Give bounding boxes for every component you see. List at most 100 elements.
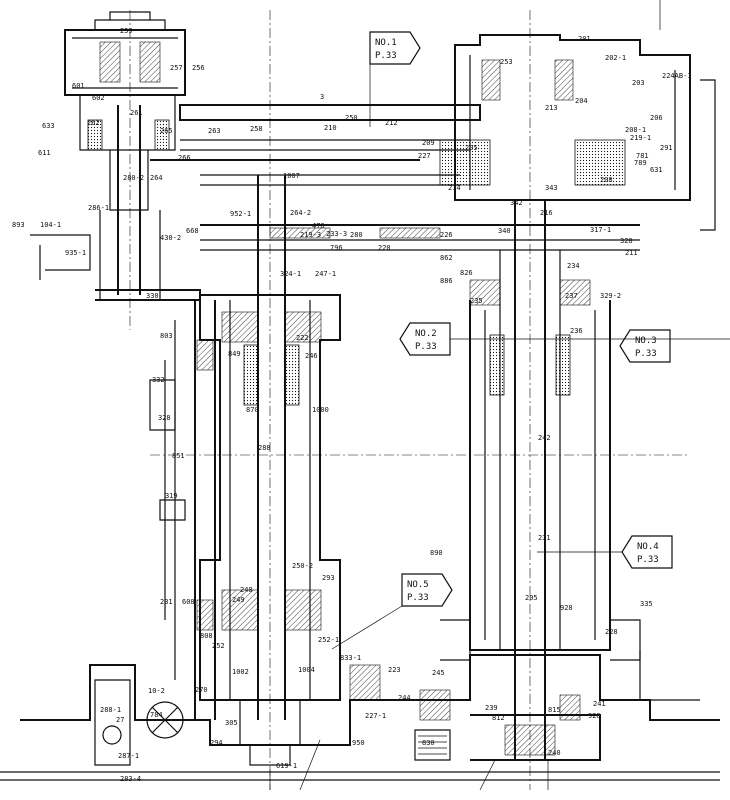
ref-no1-line2: P.33 — [375, 51, 397, 61]
part-label: 340 — [498, 227, 511, 235]
part-label: 205 — [525, 594, 538, 602]
part-label: 928 — [560, 604, 573, 612]
part-label: 234 — [567, 262, 580, 270]
part-label: 280 — [350, 231, 363, 239]
ref-no2-line2: P.33 — [415, 342, 437, 352]
ref-no4-line1: NO.4 — [637, 542, 659, 552]
ref-no5-line2: P.33 — [407, 593, 429, 603]
part-label: 224AB-1 — [662, 72, 692, 80]
part-label: 329-2 — [600, 292, 621, 300]
part-label: 257 — [170, 64, 183, 72]
part-label: 478 — [312, 222, 325, 230]
part-label: 248 — [240, 586, 253, 594]
part-label: 262 — [87, 119, 100, 127]
part-label: 288 — [258, 444, 271, 452]
part-label: 928 — [588, 712, 601, 720]
part-label: 261 — [130, 109, 143, 117]
part-label: 608 — [182, 598, 195, 606]
part-label: 815 — [548, 706, 561, 714]
part-label: 332 — [152, 376, 165, 384]
part-label: 214 — [448, 184, 461, 192]
part-label: 263 — [208, 127, 221, 135]
part-label: 335 — [640, 600, 653, 608]
part-label: 833-1 — [340, 654, 361, 662]
ref-no3-line1: NO.3 — [635, 336, 657, 346]
part-label: 935-1 — [65, 249, 86, 257]
ref-no1-line1: NO.1 — [375, 38, 397, 48]
part-label: 235 — [470, 297, 483, 305]
part-label: 204 — [575, 97, 588, 105]
part-label: 222 — [296, 334, 309, 342]
part-label: 291 — [660, 144, 673, 152]
part-label: 259 — [120, 27, 133, 35]
part-label: 227 — [418, 152, 431, 160]
part-label: 247-1 — [315, 270, 336, 278]
part-label: 283-4 — [120, 775, 141, 783]
part-label: 241 — [593, 700, 606, 708]
part-label: 209 — [422, 139, 435, 147]
part-label: 211 — [625, 249, 638, 257]
part-label: 237 — [565, 292, 578, 300]
ref-no3-line2: P.33 — [635, 349, 657, 359]
part-label: 10-2 — [148, 687, 165, 695]
part-label: 249 — [232, 596, 245, 604]
part-label: 223 — [388, 666, 401, 674]
part-label: 342 — [510, 199, 523, 207]
part-label: 633 — [42, 122, 55, 130]
part-label: 252 — [212, 642, 225, 650]
part-label: 236 — [570, 327, 583, 335]
part-label: 270 — [195, 686, 208, 694]
part-label: 950 — [352, 739, 365, 747]
part-label: 250-2 — [292, 562, 313, 570]
part-label: 862 — [440, 254, 453, 262]
part-label: 287-1 — [118, 752, 139, 760]
part-label: 233-3 — [326, 230, 347, 238]
part-label: 789 — [634, 159, 647, 167]
ref-no5-line1: NO.5 — [407, 580, 429, 590]
part-label: 288-1 — [100, 706, 121, 714]
part-label: 219-1 — [630, 134, 651, 142]
part-label: 245 — [432, 669, 445, 677]
part-label: 886 — [440, 277, 453, 285]
part-label: 826 — [460, 269, 473, 277]
part-label: 253 — [500, 58, 513, 66]
part-label: 216 — [540, 209, 553, 217]
part-label: 27 — [116, 716, 124, 724]
part-label: 212 — [385, 119, 398, 127]
part-label: 668 — [186, 227, 199, 235]
part-label: 328 — [620, 237, 633, 245]
part-label: 784 — [150, 711, 163, 719]
part-label: 830 — [422, 739, 435, 747]
part-label: 294 — [210, 739, 223, 747]
part-label: 231 — [538, 534, 551, 542]
part-label: 219-3 — [300, 231, 321, 239]
part-label: 250 — [345, 114, 358, 122]
part-label: 890 — [430, 549, 443, 557]
part-label: 870 — [246, 406, 259, 414]
housing-outline — [0, 11, 720, 781]
part-label: 256 — [192, 64, 205, 72]
part-label: 619-1 — [276, 762, 297, 770]
part-label: 264-2 — [290, 209, 311, 217]
part-label: 220 — [378, 244, 391, 252]
part-label: 231 — [160, 598, 173, 606]
part-label: 265 — [160, 127, 173, 135]
part-label: 246 — [305, 352, 318, 360]
centerlines — [129, 0, 690, 790]
part-label: 611 — [38, 149, 51, 157]
part-label: 893 — [12, 221, 25, 229]
part-label: 343 — [545, 184, 558, 192]
part-label: 952-1 — [230, 210, 251, 218]
part-label: 1002 — [232, 668, 249, 676]
part-label: 330 — [146, 292, 159, 300]
part-labels: 259 257 256 601 602 261 262 633 611 3 26… — [12, 27, 692, 783]
part-label: 201 — [578, 35, 591, 43]
part-label: 305 — [225, 719, 238, 727]
part-label: 849 — [228, 350, 241, 358]
part-label: 280-2 — [123, 174, 144, 182]
part-label: 319 — [165, 492, 178, 500]
part-label: 317-1 — [590, 226, 611, 234]
part-label: 242 — [538, 434, 551, 442]
part-label: 208-1 — [625, 126, 646, 134]
part-label: 104-1 — [40, 221, 61, 229]
